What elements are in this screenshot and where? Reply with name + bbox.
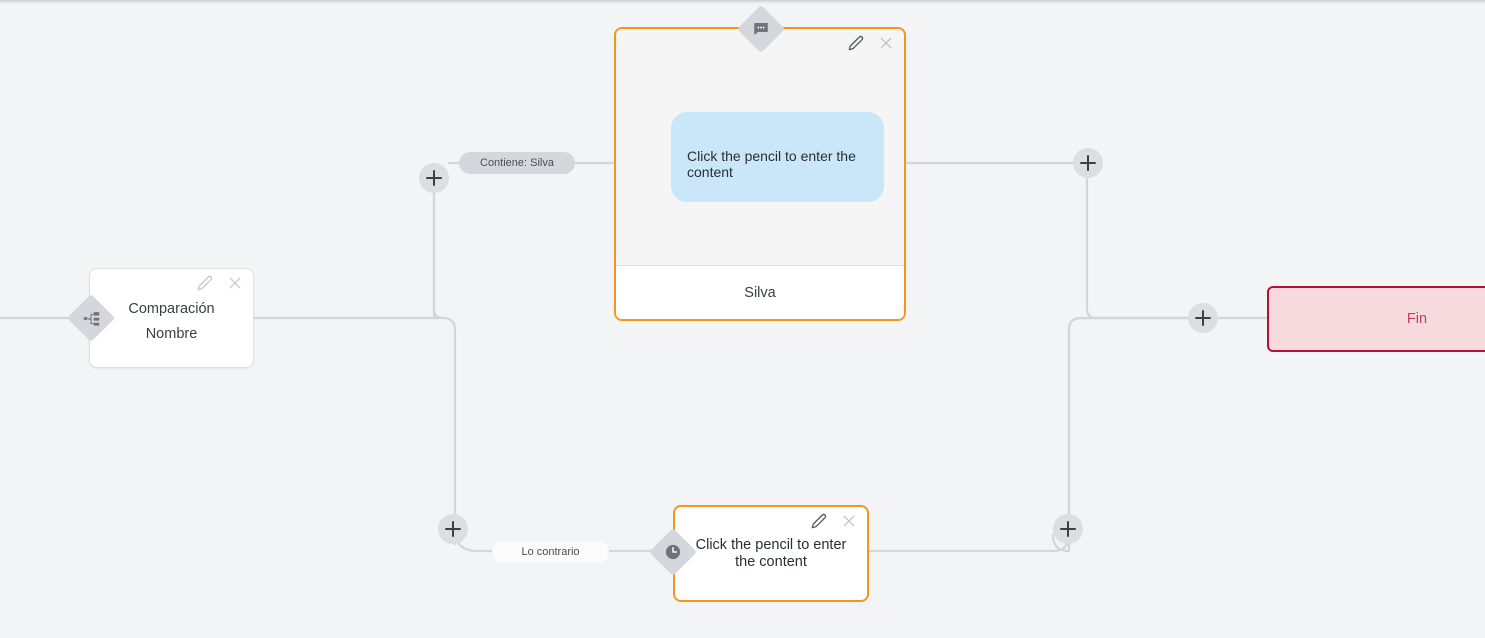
add-step-button-true-branch[interactable] (419, 163, 449, 193)
add-step-button-false-branch[interactable] (438, 514, 468, 544)
close-icon[interactable] (841, 513, 857, 529)
pencil-icon[interactable] (811, 513, 827, 529)
add-step-button-merge-bottom[interactable] (1053, 514, 1083, 544)
chat-bubble-icon-badge[interactable] (736, 4, 786, 54)
wire-true-riser-corner (432, 186, 445, 320)
node-comparacion-actions (197, 275, 243, 291)
node-comparacion-subtitle: Nombre (145, 326, 198, 342)
add-step-button-merge-top[interactable] (1073, 148, 1103, 178)
add-step-button-before-end[interactable] (1188, 303, 1218, 333)
clock-icon (663, 542, 683, 562)
pencil-icon[interactable] (197, 275, 213, 291)
message-bubble: Click the pencil to enter the content (671, 112, 884, 202)
chat-bubble-icon (751, 19, 771, 39)
node-wait[interactable]: Click the pencil to enter the content (673, 505, 869, 602)
close-icon[interactable] (227, 275, 243, 291)
node-comparacion-title: Comparación (128, 301, 215, 317)
node-message-actions (848, 35, 894, 51)
message-bubble-text: Click the pencil to enter the content (687, 148, 856, 181)
node-wait-text: Click the pencil to enter the content (695, 537, 847, 571)
node-message[interactable]: Click the pencil to enter the content Si… (614, 27, 906, 321)
branch-icon (81, 308, 101, 328)
node-wait-actions (811, 513, 857, 529)
window-top-chrome (0, 0, 1485, 4)
edge-label-false-branch[interactable]: Lo contrario (492, 541, 609, 563)
node-message-footer: Silva (616, 265, 904, 319)
close-icon[interactable] (878, 35, 894, 51)
node-fin-label: Fin (1406, 311, 1428, 327)
clock-icon-badge[interactable] (648, 527, 698, 577)
wire-false-drop (441, 316, 457, 531)
wire-merge-top-drop (1085, 176, 1190, 320)
node-fin[interactable]: Fin (1267, 286, 1485, 352)
pencil-icon[interactable] (848, 35, 864, 51)
branch-icon-badge[interactable] (66, 293, 116, 343)
edge-label-true-branch[interactable]: Contiene: Silva (459, 152, 575, 174)
node-comparacion[interactable]: Comparación Nombre (89, 268, 254, 368)
